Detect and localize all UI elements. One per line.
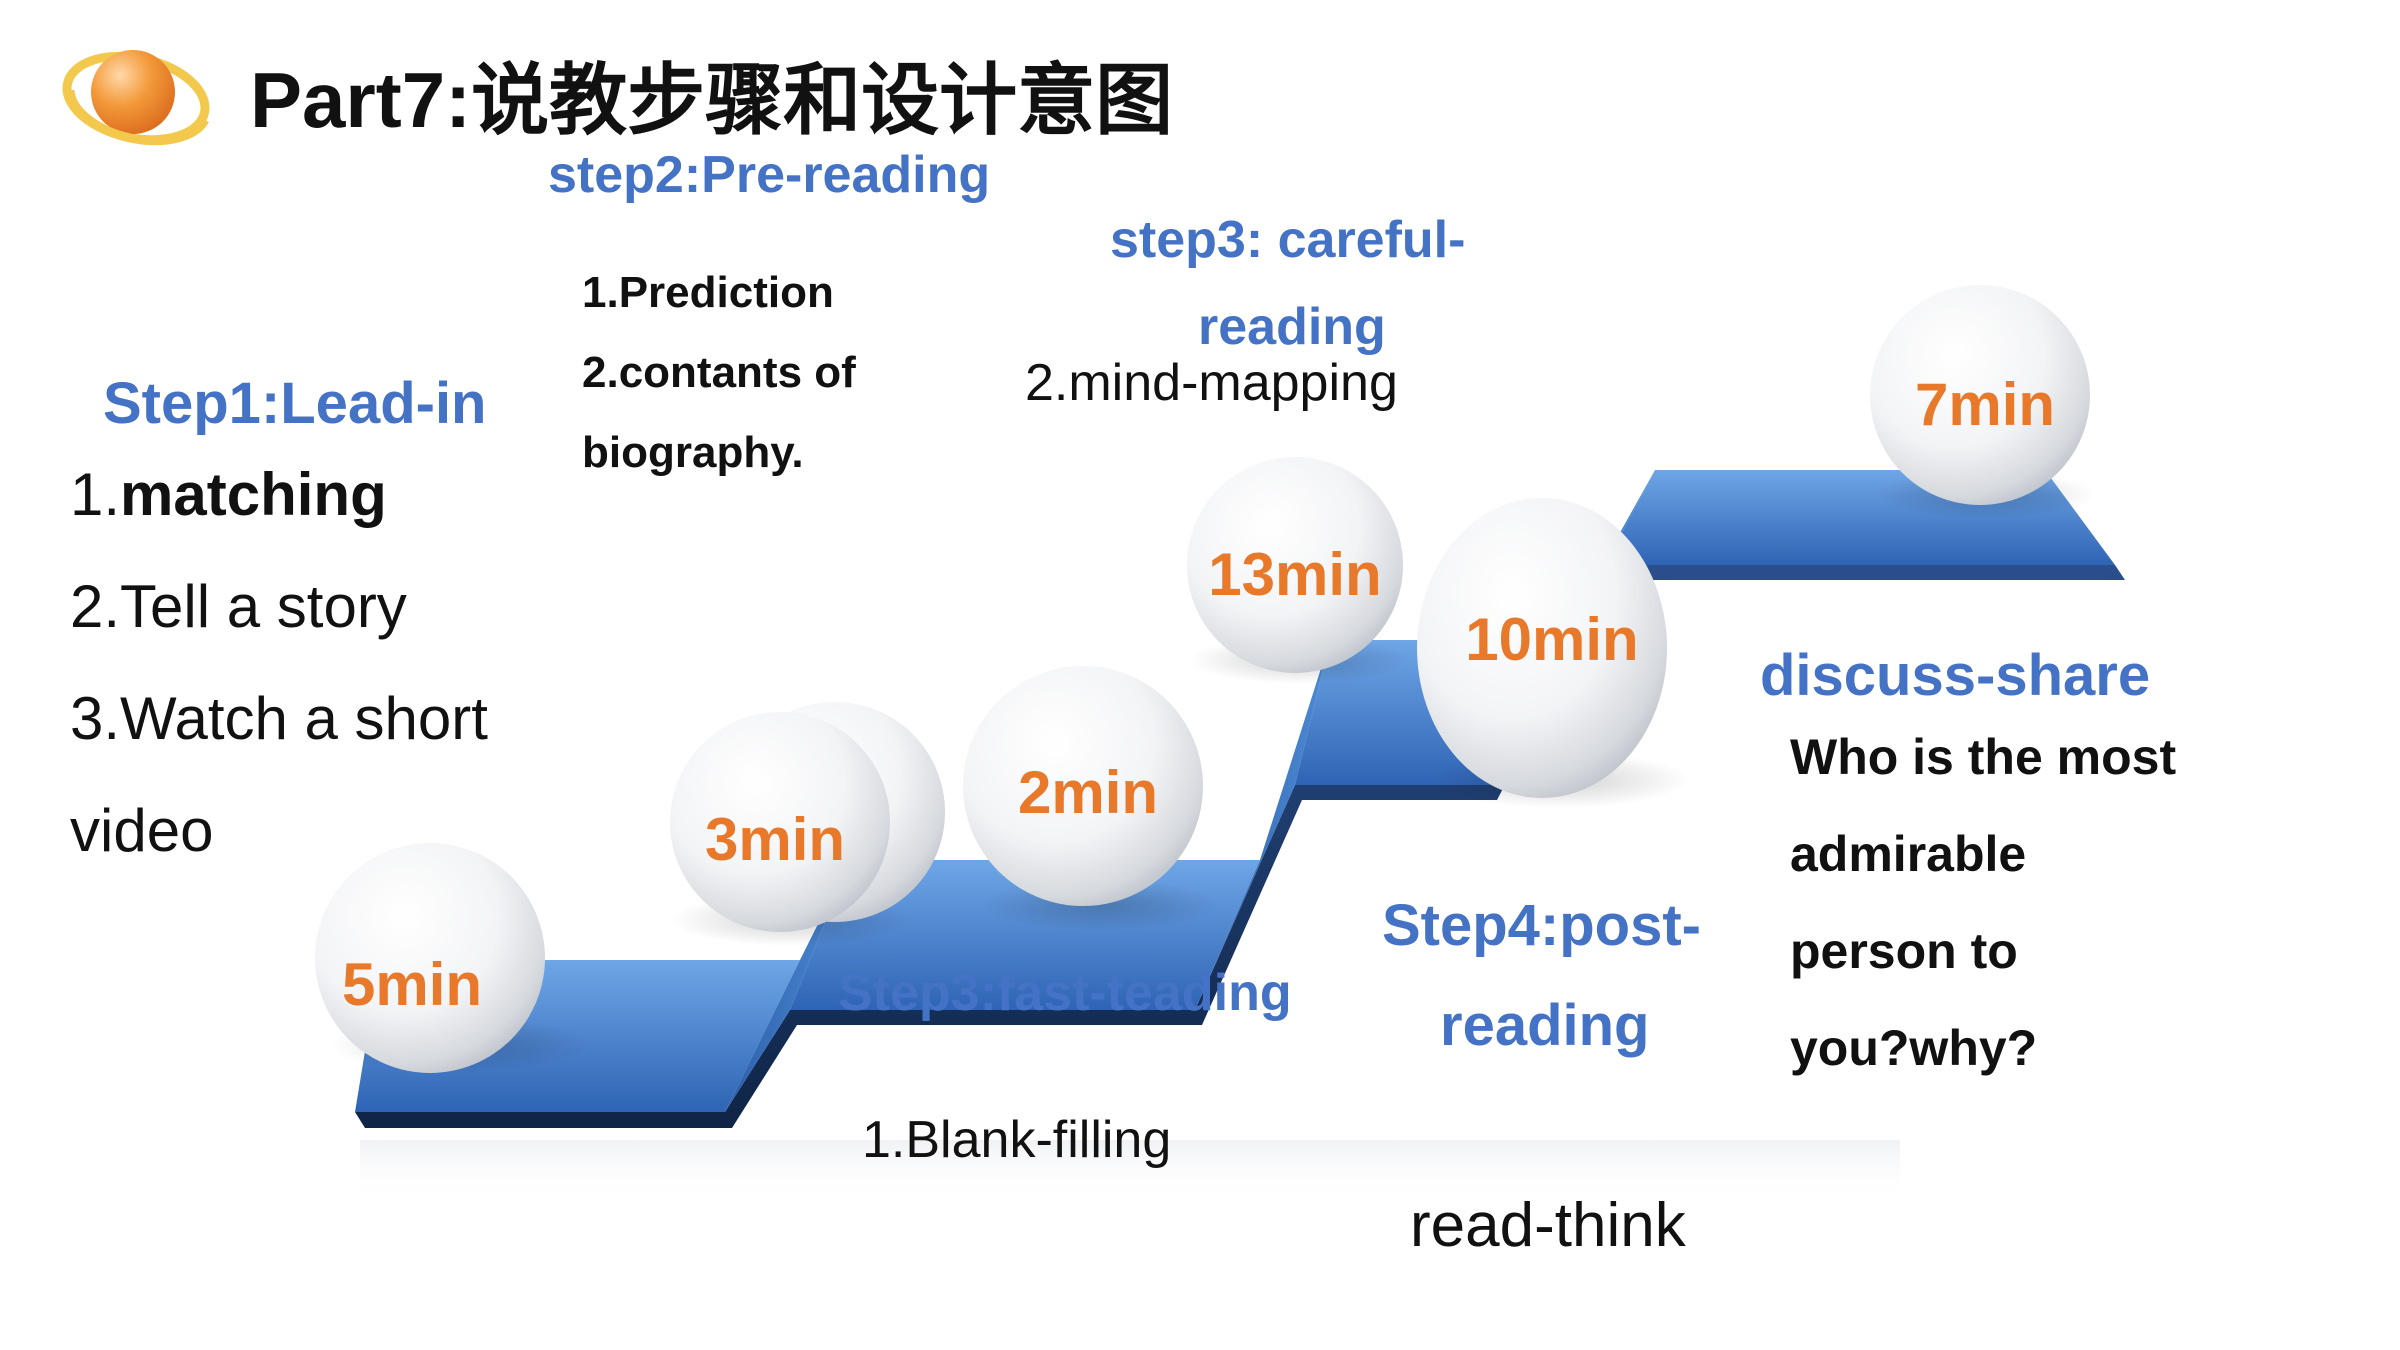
step5-question-line-3: person to [1790, 923, 2018, 979]
ball-10min [1417, 498, 1667, 798]
step5-question-line-2: admirable [1790, 826, 2027, 882]
step4-heading: Step4:post- [1382, 893, 1701, 958]
step2-item-2-cont: biography. [582, 428, 804, 477]
step2-heading: step2:Pre-reading [548, 146, 991, 204]
step4-activity: read-think [1410, 1191, 1686, 1260]
ball-7min [1870, 285, 2090, 505]
step3-careful-heading: step3: careful- [1110, 211, 1466, 269]
ball-2min [963, 666, 1203, 906]
time-label-5min: 5min [341, 951, 483, 1018]
step1-item-1-text: matching [120, 461, 387, 528]
ball-13min [1187, 457, 1403, 673]
step3-fast-heading: Step3:fast-teading [838, 964, 1292, 1022]
step4-heading-cont: reading [1440, 993, 1650, 1058]
step5-question-line-4: you?why? [1790, 1020, 2038, 1076]
step1-heading: Step1:Lead-in [103, 371, 487, 436]
planet-icon [62, 50, 210, 146]
step1-item-3-cont: video [70, 797, 214, 864]
time-label-13min: 13min [1208, 541, 1382, 608]
step5-heading: discuss-share [1760, 643, 2151, 708]
step1-item-2: 2.Tell a story [70, 573, 407, 640]
step2-item-1: 1.Prediction [582, 268, 834, 317]
step3-careful-item-2: 2.mind-mapping [1025, 354, 1398, 412]
time-label-2min: 2min [1017, 759, 1159, 826]
time-label-10min: 10min [1465, 606, 1639, 673]
time-balls [315, 285, 2090, 1073]
time-label-3min: 3min [704, 806, 846, 873]
step1-item-1: 1.matching [70, 460, 387, 529]
step3-fast-item-1: 1.Blank-filling [862, 1111, 1172, 1169]
ball-5min [315, 843, 545, 1073]
step5-question-line-1: Who is the most [1790, 729, 2177, 785]
step2-item-2: 2.contants of [582, 348, 856, 397]
ball-3min [670, 712, 890, 932]
time-label-7min: 7min [1914, 371, 2056, 438]
step3-careful-heading-cont: reading [1198, 298, 1386, 356]
step1-item-3: 3.Watch a short [70, 685, 488, 752]
floor-reflection [360, 1140, 1900, 1200]
page-title: Part7:说教步骤和设计意图 [250, 56, 1174, 144]
step1-item-1-num: 1. [70, 461, 121, 528]
